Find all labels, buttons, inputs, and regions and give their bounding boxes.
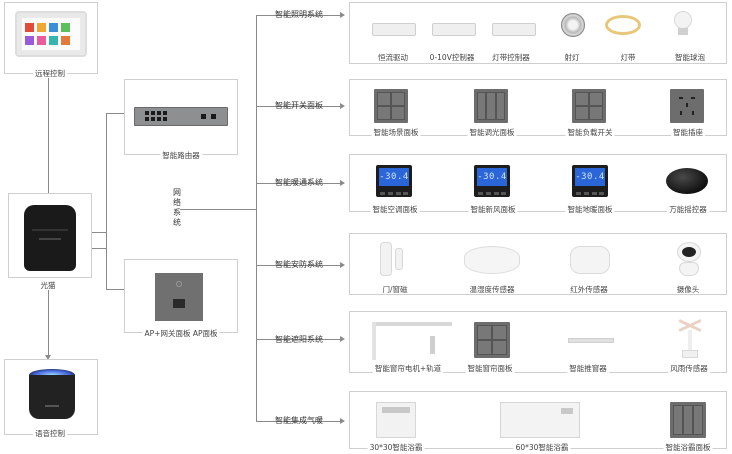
voice-control-label: 语音控制: [33, 429, 67, 438]
switch-box: [349, 79, 727, 136]
bath-heater-box: [349, 391, 727, 449]
heater-30-image: [376, 402, 416, 438]
connector: [106, 289, 124, 290]
temp-humidity-sensor-image: [464, 246, 520, 274]
heater-60-image: [500, 402, 580, 438]
item-label: 智能浴霸面板: [663, 443, 713, 452]
item-label: 智能空调面板: [370, 205, 420, 214]
speaker-image: [29, 369, 75, 423]
voice-control-box: [4, 359, 98, 435]
system-title-switch: 智能开关面板: [275, 101, 323, 110]
ap-panel-image: [155, 273, 203, 321]
arrow-right-icon: [340, 103, 345, 109]
dimmer-controller-image: [432, 23, 476, 36]
arrow-down-icon: [45, 355, 51, 360]
item-label: 摄像头: [674, 285, 702, 294]
remote-control-box: [4, 2, 98, 74]
item-label: 恒流驱动: [376, 53, 410, 62]
fresh-air-panel-image: -30.4: [474, 165, 510, 197]
camera-image: [674, 242, 704, 276]
connector: [92, 248, 106, 249]
connector: [48, 76, 49, 194]
arrow-right-icon: [340, 262, 345, 268]
connector: [256, 421, 342, 422]
item-label: 灯带控制器: [490, 53, 532, 62]
led-driver-image: [372, 23, 416, 36]
ap-panel-box: [124, 259, 238, 333]
item-label: 智能调光面板: [467, 128, 517, 137]
router-label: 智能路由器: [160, 151, 202, 160]
ap-panel-label: AP+网关面板 AP面板: [142, 329, 220, 338]
shading-box: [349, 311, 727, 373]
system-title-shading: 智能遮阳系统: [275, 335, 323, 344]
system-title-lighting: 智能照明系统: [275, 10, 323, 19]
item-label: 智能新风面板: [468, 205, 518, 214]
universal-remote-image: [666, 168, 708, 194]
system-title-bath-heater: 智能集成气暖: [275, 416, 323, 425]
arrow-right-icon: [340, 336, 345, 342]
connector: [180, 209, 256, 210]
socket-image: [670, 89, 704, 123]
item-label: 30*30智能浴霸: [367, 443, 425, 452]
item-label: 风雨传感器: [668, 364, 710, 373]
item-label: 温湿度传感器: [467, 285, 517, 294]
spotlight-image: [561, 13, 585, 37]
router-box: [124, 79, 238, 155]
system-title-hvac: 智能暖通系统: [275, 178, 323, 187]
door-sensor-image: [380, 242, 392, 276]
arrow-right-icon: [340, 180, 345, 186]
floor-heating-panel-image: -30.4: [572, 165, 608, 197]
connector: [48, 290, 49, 358]
item-label: 智能负载开关: [565, 128, 615, 137]
window-opener-image: [568, 338, 614, 343]
scene-panel-image: [374, 89, 408, 123]
item-label: 智能插座: [671, 128, 705, 137]
item-label: 灯带: [618, 53, 638, 62]
item-label: 万能摇控器: [667, 205, 709, 214]
modem-image: [24, 205, 76, 271]
remote-control-label: 远程控制: [33, 69, 67, 78]
lighting-box: [349, 2, 727, 64]
item-label: 智能窗帘面板: [465, 364, 515, 373]
heater-panel-image: [670, 402, 706, 438]
item-label: 射灯: [562, 53, 582, 62]
hvac-box: -30.4 -30.4 -30.4: [349, 154, 727, 212]
connector: [106, 113, 124, 114]
item-label: 门/窗磁: [380, 285, 410, 294]
router-image: [134, 107, 228, 126]
item-label: 智能球泡: [673, 53, 707, 62]
item-label: 0-10V控制器: [427, 53, 477, 62]
connector: [106, 113, 107, 289]
connector: [256, 15, 342, 16]
curtain-panel-image: [474, 322, 510, 358]
security-box: [349, 233, 727, 295]
modem-box: [8, 193, 92, 278]
item-label: 红外传感器: [568, 285, 610, 294]
wind-rain-sensor-image: [678, 319, 702, 360]
item-label: 智能窗帘电机+轨道: [372, 364, 444, 373]
connector: [256, 339, 342, 340]
item-label: 智能地暖面板: [565, 205, 615, 214]
system-title-security: 智能安防系统: [275, 260, 323, 269]
ac-panel-image: -30.4: [376, 165, 412, 197]
connector: [256, 106, 342, 107]
smart-bulb-image: [674, 11, 692, 29]
arrow-right-icon: [340, 418, 345, 424]
light-strip-image: [605, 15, 641, 35]
item-label: 智能场景面板: [371, 128, 421, 137]
connector: [92, 232, 106, 233]
strip-controller-image: [492, 23, 536, 36]
connector: [256, 265, 342, 266]
connector: [256, 15, 257, 421]
curtain-motor-image: [372, 322, 452, 326]
arrow-right-icon: [340, 12, 345, 18]
modem-label: 光猫: [40, 281, 56, 290]
dimmer-panel-image: [474, 89, 508, 123]
item-label: 60*30智能浴霸: [513, 443, 571, 452]
item-label: 智能推窗器: [567, 364, 609, 373]
connector: [256, 183, 342, 184]
load-switch-image: [572, 89, 606, 123]
tablet-image: [15, 11, 87, 57]
pir-sensor-image: [570, 246, 610, 274]
